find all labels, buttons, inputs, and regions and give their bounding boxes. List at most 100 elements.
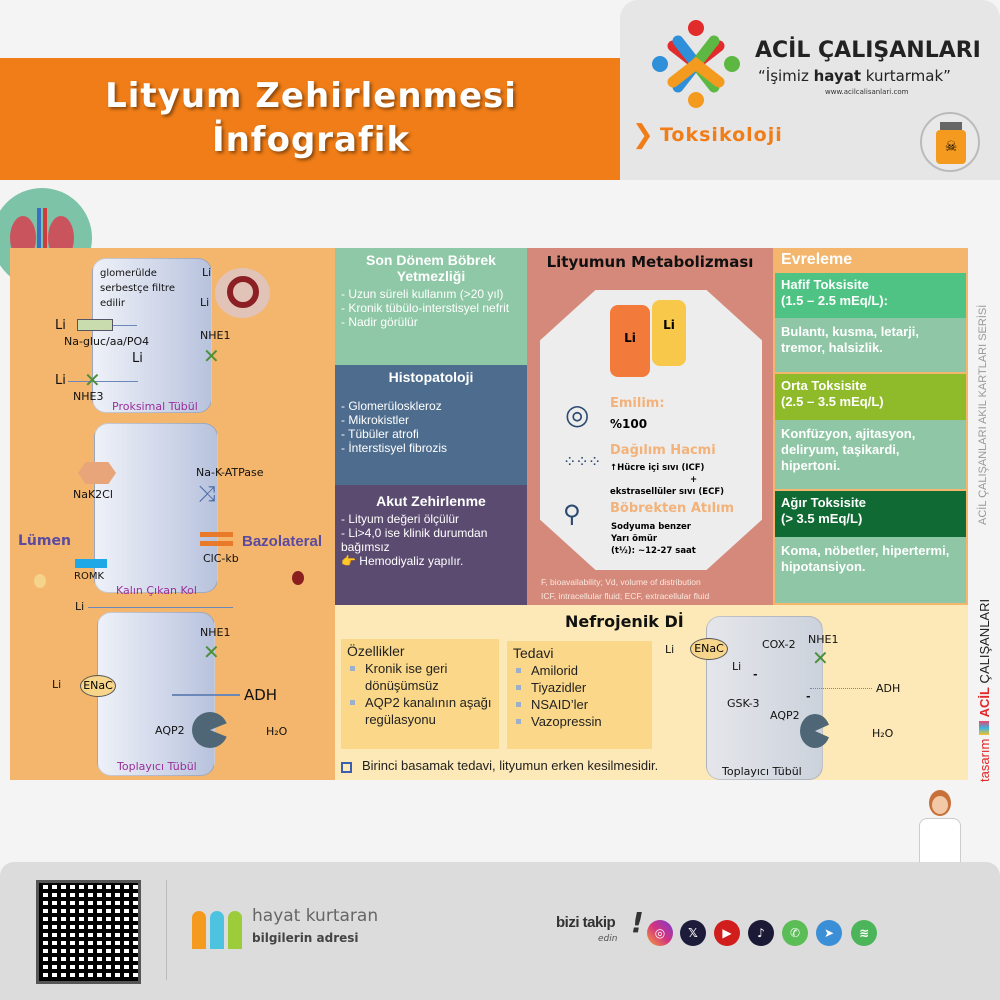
kalin-cikan-kol-cell <box>94 423 218 593</box>
nhe1-label: NHE1 <box>200 329 231 342</box>
title-line-2: İnfografik <box>211 120 411 160</box>
brand-url: www.acilcalisanlari.com <box>825 88 909 96</box>
exclamation: ! <box>631 906 644 939</box>
adh-label: ADH <box>244 686 278 704</box>
abbreviations: F, bioavailability; Vd, volume of distri… <box>541 575 771 603</box>
stage-range: (> 3.5 mEq/L) <box>781 511 863 526</box>
h2o-label: H₂O <box>266 725 288 738</box>
slogan-part: kurtarmak” <box>861 67 951 85</box>
slogan-bold: hayat <box>813 67 862 85</box>
checkbox-icon <box>341 762 352 773</box>
chevron-right-icon: ❯ <box>632 120 654 150</box>
stage-header-hafif: Hafif Toksisite(1.5 – 2.5 mEq/L): <box>775 273 966 318</box>
list-item: - Lityum değeri ölçülür <box>341 512 460 526</box>
text-line: edilir <box>100 298 125 309</box>
title-line-1: Lityum Zehirlenmesi <box>105 76 517 116</box>
edin-text: edin <box>598 934 618 944</box>
intestine-icon: ◎ <box>565 398 590 431</box>
h2o-label: H₂O <box>872 727 894 740</box>
list-item: - İnterstisyel fibrozis <box>341 441 448 455</box>
footer <box>0 862 1000 1000</box>
list-item: - Uzun süreli kullanım (>20 yıl) <box>341 287 504 301</box>
li-label: Li <box>75 600 85 613</box>
li-label: Li <box>732 660 742 673</box>
stage-name: Hafif Toksisite <box>781 277 869 292</box>
li-label: Li <box>55 373 66 388</box>
qr-code[interactable] <box>36 880 141 984</box>
spotify-icon[interactable]: ≋ <box>851 920 877 946</box>
nhe1-label: NHE1 <box>808 633 839 646</box>
list-item: - Kronik tübülo-interstisyel nefrit <box>341 301 510 315</box>
stage-range: (1.5 – 2.5 mEq/L): <box>781 293 888 308</box>
inhibition-sign: - <box>753 668 758 681</box>
stage-range: (2.5 – 3.5 mEq/L) <box>781 394 884 409</box>
li-label: Li <box>132 351 143 366</box>
nhe1-label: NHE1 <box>200 626 231 639</box>
text-line: glomerülde <box>100 268 157 279</box>
x-icon[interactable]: 𝕏 <box>680 920 706 946</box>
romk-channel <box>75 559 107 568</box>
nakatpase-label: Na-K-ATPase <box>196 466 264 479</box>
telegram-icon[interactable]: ➤ <box>816 920 842 946</box>
esrd-box: Son Dönem Böbrek Yetmezliği- Uzun süreli… <box>335 248 527 365</box>
nak2cl-label: NaK2Cl <box>73 488 113 501</box>
nhe3-label: NHE3 <box>73 390 104 403</box>
exchange-arrows-icon: ⤨ <box>198 482 216 507</box>
list-item: - Mikrokistler <box>341 413 409 427</box>
list-item: - Glomerüloskleroz <box>341 399 442 413</box>
kalin-cikan-kol-label: Kalın Çıkan Kol <box>116 584 197 597</box>
list-item: - Tübüler atrofi <box>341 427 419 441</box>
slogan-part: “İşimiz <box>758 67 814 85</box>
text-line: F, bioavailability; Vd, volume of distri… <box>541 577 701 587</box>
blood-drop-icon <box>292 571 304 585</box>
blocked-x-icon: ✕ <box>812 646 829 670</box>
li-label: Li <box>200 296 210 309</box>
list-item: Amilorid <box>513 662 646 679</box>
stage-symptoms: Koma, nöbetler, hipertermi, hipotansiyon… <box>775 537 966 603</box>
toplayici-label: Toplayıcı Tübül <box>722 765 802 778</box>
clckb-label: ClC-kb <box>203 552 239 565</box>
toplayici-tubul-label: Toplayıcı Tübül <box>117 760 197 773</box>
hayat-kurtaran-logo <box>190 907 246 949</box>
bazolateral-label: Bazolateral <box>242 533 323 550</box>
youtube-icon[interactable]: ▶ <box>714 920 740 946</box>
romk-label: ROMK <box>74 571 105 582</box>
stage-symptoms: Bulantı, kusma, letarji, tremor, halsizl… <box>775 318 966 372</box>
li-label: Li <box>52 678 62 691</box>
metabolism-octagon <box>540 290 762 570</box>
tiktok-icon[interactable]: ♪ <box>748 920 774 946</box>
glomerulus-icon <box>215 268 270 318</box>
lumen-label: Lümen <box>18 533 71 549</box>
dagilim-plus: + <box>690 475 698 485</box>
bottle-label: Li <box>624 331 636 345</box>
stage-symptoms: Konfüzyon, ajitasyon, deliryum, taşikard… <box>775 420 966 489</box>
list-item: Tiyazidler <box>513 679 646 696</box>
calisanlari-label: ÇALIŞANLARI <box>977 598 992 684</box>
instagram-icon[interactable]: ◎ <box>647 920 673 946</box>
akut-box: Akut Zehirlenme- Lityum değeri ölçülür- … <box>335 485 527 605</box>
na-gluc-transporter <box>77 319 113 331</box>
blocked-x-icon: ✕ <box>203 344 220 368</box>
poison-bottle-icon: ☠ <box>920 112 980 172</box>
proksimal-tubul-cell <box>92 258 212 413</box>
cells-icon: ⁘⁘⁘ <box>563 452 601 471</box>
stage-header-agir: Ağır Toksisite(> 3.5 mEq/L) <box>775 491 966 537</box>
blocked-x-icon: ✕ <box>203 640 220 664</box>
nak2cl-transporter <box>78 462 116 484</box>
arrow <box>88 607 233 608</box>
adh-arrow <box>810 688 872 689</box>
enac-channel: ENaC <box>80 675 116 697</box>
aqp2-label: AQP2 <box>155 724 185 737</box>
nefro-note: Birinci basamak tedavi, lityumun erken k… <box>362 758 659 773</box>
whatsapp-icon[interactable]: ✆ <box>782 920 808 946</box>
stage-header-orta: Orta Toksisite(2.5 – 3.5 mEq/L) <box>775 374 966 420</box>
text-line: ICF, intracellular fluid; ECF, extracell… <box>541 591 710 601</box>
ozellikler-heading: Özellikler <box>347 643 405 659</box>
atilim-heading: Böbrekten Atılım <box>610 501 735 516</box>
gsk3-label: GSK-3 <box>727 697 760 710</box>
dagilim-line: ↑Hücre içi sıvı (ICF) <box>610 463 705 473</box>
title-banner <box>0 58 622 180</box>
